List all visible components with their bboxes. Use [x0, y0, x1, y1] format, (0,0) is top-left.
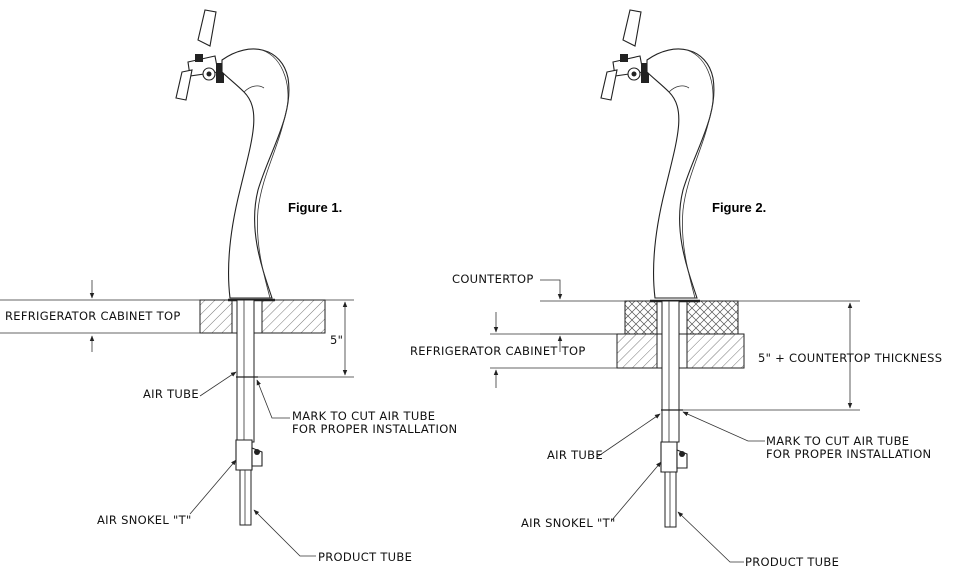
figure-1-title: Figure 1. [288, 200, 342, 215]
figure-2-cabinet-top-label: REFRIGERATOR CABINET TOP [410, 344, 586, 358]
figure-2-air-tube-label: AIR TUBE [547, 448, 603, 462]
figure-2-mark-label-line1: MARK TO CUT AIR TUBE [766, 434, 909, 448]
air-snorkel-t [235, 439, 263, 471]
beer-tap-faucet [175, 9, 224, 101]
figure-2-countertop-label: COUNTERTOP [452, 272, 534, 286]
figure-1-snorkel-label: AIR SNOKEL "T" [97, 513, 192, 527]
air-snorkel-t [660, 441, 688, 473]
tower-body [646, 48, 715, 299]
air-tube [236, 299, 258, 443]
figure-1-air-tube-label: AIR TUBE [143, 387, 199, 401]
cabinet-top-block [199, 298, 326, 334]
figure-2-product-tube-label: PRODUCT TUBE [745, 555, 839, 569]
product-tube [239, 469, 252, 526]
figure-1-product-tube-label: PRODUCT TUBE [318, 550, 412, 564]
figure-2: Figure 2. COUNTERTOP REFRIGERATOR CABINE… [410, 9, 942, 569]
product-tube [664, 471, 677, 528]
figure-1-cabinet-top-label: REFRIGERATOR CABINET TOP [5, 309, 181, 323]
countertop-block [624, 299, 739, 335]
figure-1-dimension-label: 5" [330, 333, 343, 347]
figure-1: Figure 1. REFRIGERATOR CABINET TOP 5" AI… [0, 9, 457, 564]
figure-2-snorkel-label: AIR SNOKEL "T" [521, 516, 616, 530]
figure-1-mark-label-line2: FOR PROPER INSTALLATION [292, 422, 457, 436]
figure-1-mark-label-line1: MARK TO CUT AIR TUBE [292, 409, 435, 423]
figure-2-title: Figure 2. [712, 200, 766, 215]
cabinet-top-block [616, 333, 745, 369]
tower-body [221, 48, 290, 299]
beer-tap-faucet [600, 9, 649, 101]
figure-2-dimension-label: 5" + COUNTERTOP THICKNESS [758, 351, 942, 365]
figure-2-mark-label-line2: FOR PROPER INSTALLATION [766, 447, 931, 461]
